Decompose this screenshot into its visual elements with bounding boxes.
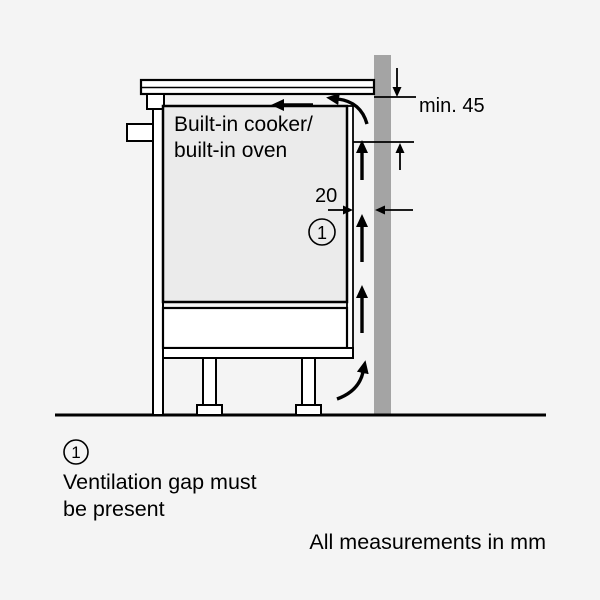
airflow-curved-arrow-top-icon (326, 93, 369, 125)
mounting-bracket (146, 93, 165, 110)
leg-left-foot (196, 404, 223, 416)
cabinet-base-rail (162, 347, 354, 359)
leg-right-shaft (301, 357, 316, 406)
cabinet-left-panel (152, 93, 164, 416)
gap-width-label: 20 (315, 185, 337, 207)
legend-callout-circle (63, 439, 89, 465)
legend-note-line2: be present (63, 497, 165, 521)
min45-label: min. 45 (419, 95, 485, 117)
legend-callout-number: 1 (71, 443, 80, 462)
airflow-curved-arrow-bottom-icon (336, 360, 369, 401)
callout-1-number: 1 (317, 223, 327, 243)
drawer-front (161, 306, 349, 350)
wall (374, 55, 391, 415)
footer-note: All measurements in mm (309, 530, 546, 554)
leg-left-shaft (202, 357, 217, 406)
junction-box (126, 123, 154, 142)
legend-note-line1: Ventilation gap must (63, 470, 257, 494)
oven-label-line1: Built-in cooker/ (174, 113, 313, 136)
callout-1-circle (308, 218, 336, 246)
oven-label-line2: built-in oven (174, 139, 287, 162)
leg-right-foot (295, 404, 322, 416)
oven-body (161, 104, 349, 304)
